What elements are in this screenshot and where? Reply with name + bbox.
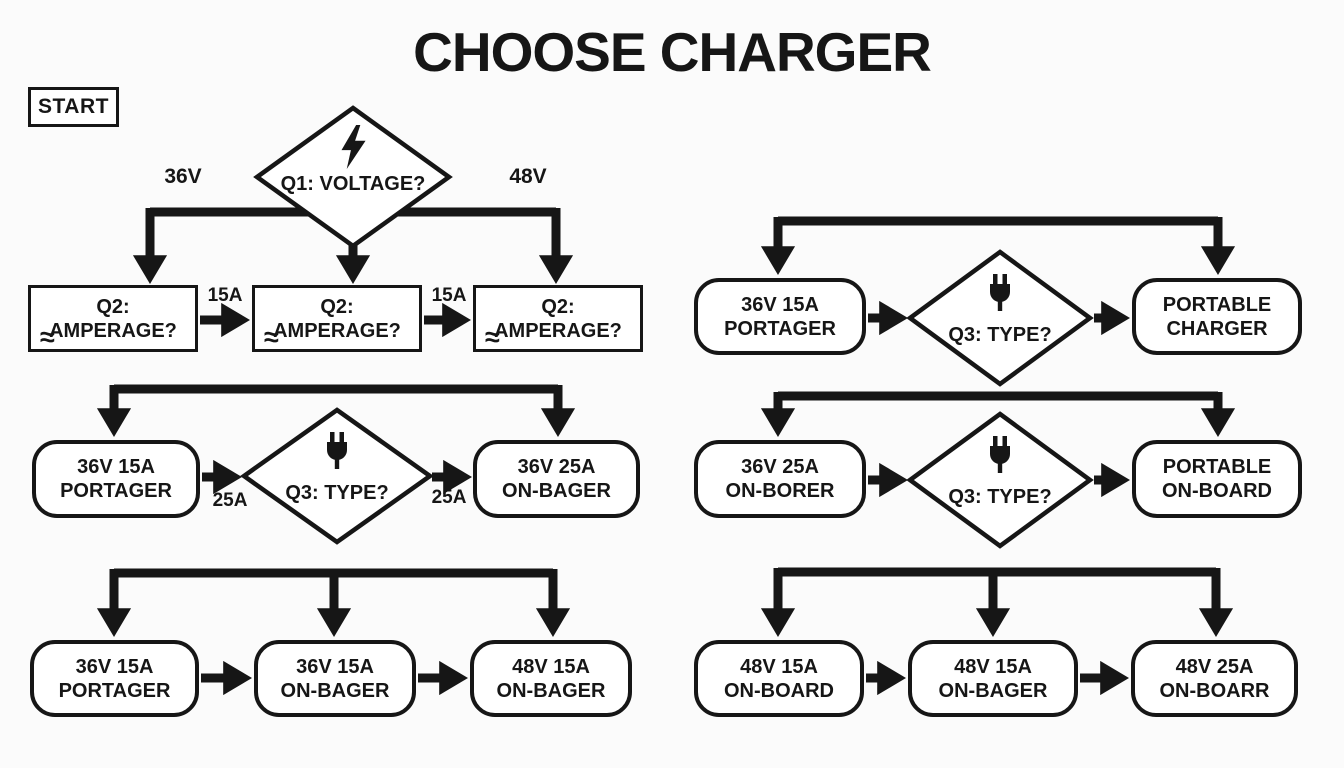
node-36v-25a-on-bager-left: 36V 25A ON-BAGER — [473, 440, 640, 518]
node-36v-25a-on-borer: 36V 25A ON-BORER — [694, 440, 866, 518]
q2-amperage-box-1: Q2: AMPERAGE? ≈ — [28, 285, 198, 352]
q2-label: Q2: AMPERAGE? — [494, 295, 622, 342]
q2-amperage-box-2: Q2: AMPERAGE? ≈ — [252, 285, 422, 352]
branch-label-48v: 48V — [509, 165, 547, 188]
result-36v-15a-on-bager: 36V 15A ON-BAGER — [254, 640, 416, 717]
power-plug-icon — [986, 436, 1015, 474]
node-line1: 36V 25A — [517, 456, 596, 478]
node-line1: 48V 25A — [1175, 655, 1254, 678]
q2-amperage-box-3: Q2: AMPERAGE? ≈ — [473, 285, 643, 352]
q2-label: Q2: AMPERAGE? — [49, 295, 177, 342]
node-36v-15a-portager-left: 36V 15A PORTAGER — [32, 440, 200, 518]
start-label: START — [38, 95, 109, 119]
q3-label: Q3: TYPE? — [285, 482, 389, 504]
lightning-bolt-icon — [337, 124, 369, 170]
edge-label-25a-1: 25A — [212, 490, 248, 511]
page-title: CHOOSE CHARGER — [413, 21, 932, 83]
node-line2: PORTAGER — [60, 480, 172, 502]
start-box: START — [28, 87, 119, 127]
node-line2: ON-BOARR — [1159, 679, 1270, 702]
result-48v-15a-on-bager-left: 48V 15A ON-BAGER — [470, 640, 632, 717]
edge-label-15a-1: 15A — [207, 285, 243, 306]
amperage-wave-icon: ≈ — [40, 322, 55, 352]
node-line2: ON-BAGER — [502, 480, 611, 502]
node-line2: PORTAGER — [58, 679, 171, 702]
result-48v-25a-on-boarr: 48V 25A ON-BOARR — [1131, 640, 1298, 717]
result-48v-15a-on-board: 48V 15A ON-BOARD — [694, 640, 864, 717]
q2-label: Q2: AMPERAGE? — [273, 295, 401, 342]
node-line2: ON-BOARD — [724, 679, 834, 702]
edge-label-25a-2: 25A — [431, 487, 467, 508]
q3-type-decision-right-2: Q3: TYPE? — [906, 410, 1094, 550]
q1-label: Q1: VOLTAGE? — [280, 173, 426, 195]
power-plug-icon — [323, 432, 352, 470]
result-48v-15a-on-bager-right: 48V 15A ON-BAGER — [908, 640, 1078, 717]
node-line1: 36V 15A — [741, 293, 819, 316]
node-line2: ON-BORER — [725, 480, 835, 502]
q3-label: Q3: TYPE? — [948, 486, 1052, 508]
node-line1: 36V 15A — [75, 655, 154, 678]
edge-label-15a-2: 15A — [431, 285, 467, 306]
node-line2: ON-BOARD — [1162, 480, 1272, 502]
node-line1: 36V 15A — [77, 456, 155, 478]
node-line2: ON-BAGER — [496, 679, 606, 702]
node-line1: 48V 15A — [740, 655, 818, 678]
power-plug-icon — [986, 274, 1015, 312]
q3-type-decision-right-1: Q3: TYPE? — [906, 248, 1094, 388]
node-line1: 48V 15A — [954, 655, 1032, 678]
node-line2: ON-BAGER — [938, 679, 1048, 702]
node-line1: 36V 15A — [296, 655, 374, 678]
node-line2: PORTAGER — [724, 317, 836, 340]
node-line1: PORTABLE — [1162, 456, 1272, 478]
node-portable-charger: PORTABLE CHARGER — [1132, 278, 1302, 355]
result-36v-15a-portager: 36V 15A PORTAGER — [30, 640, 199, 717]
q3-type-decision-left: Q3: TYPE? — [240, 406, 434, 546]
q3-label: Q3: TYPE? — [948, 324, 1052, 346]
node-line1: 48V 15A — [512, 655, 590, 678]
q1-voltage-decision: Q1: VOLTAGE? — [253, 104, 453, 250]
node-line1: 36V 25A — [741, 456, 819, 478]
amperage-wave-icon: ≈ — [485, 322, 500, 352]
branch-label-36v: 36V — [164, 165, 202, 188]
node-line2: ON-BAGER — [280, 679, 390, 702]
node-portable-on-board: PORTABLE ON-BOARD — [1132, 440, 1302, 518]
node-line1: PORTABLE — [1162, 293, 1272, 316]
amperage-wave-icon: ≈ — [264, 322, 279, 352]
node-line2: CHARGER — [1166, 317, 1268, 340]
node-36v-15a-portager-right: 36V 15A PORTAGER — [694, 278, 866, 355]
